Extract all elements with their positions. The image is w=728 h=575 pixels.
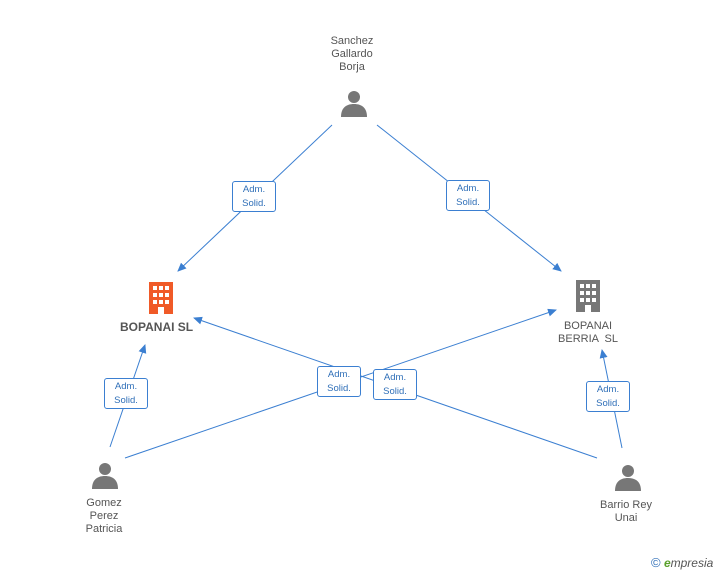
role-badge-sanchez-bopanai-berria[interactable]: Adm.Solid. xyxy=(446,180,490,211)
brand-footer[interactable]: © empresia xyxy=(651,555,713,570)
role-badge-barrio-bopanai[interactable]: Adm.Solid. xyxy=(317,366,361,397)
building-icon[interactable] xyxy=(146,280,176,314)
person-label-gomez[interactable]: Gomez Perez Patricia xyxy=(85,497,123,535)
copyright-icon: © xyxy=(651,555,661,570)
person-label-barrio[interactable]: Barrio Rey Unai xyxy=(600,499,652,524)
company-label-bopanai-berria[interactable]: BOPANAI BERRIA SL xyxy=(558,320,618,345)
role-badge-barrio-bopanai-berria[interactable]: Adm.Solid. xyxy=(586,381,630,412)
person-icon[interactable] xyxy=(613,463,643,493)
person-icon[interactable] xyxy=(90,461,120,491)
person-label-sanchez[interactable]: Sanchez Gallardo Borja xyxy=(330,35,374,73)
role-badge-sanchez-bopanai[interactable]: Adm.Solid. xyxy=(232,181,276,212)
role-badge-gomez-bopanai-berria[interactable]: Adm.Solid. xyxy=(373,369,417,400)
brand-name: mpresia xyxy=(670,556,714,570)
building-icon[interactable] xyxy=(573,278,603,312)
role-badge-gomez-bopanai[interactable]: Adm.Solid. xyxy=(104,378,148,409)
brand-logo-e: e xyxy=(663,556,671,570)
person-icon[interactable] xyxy=(339,89,369,119)
company-label-bopanai[interactable]: BOPANAI SL xyxy=(120,320,194,334)
